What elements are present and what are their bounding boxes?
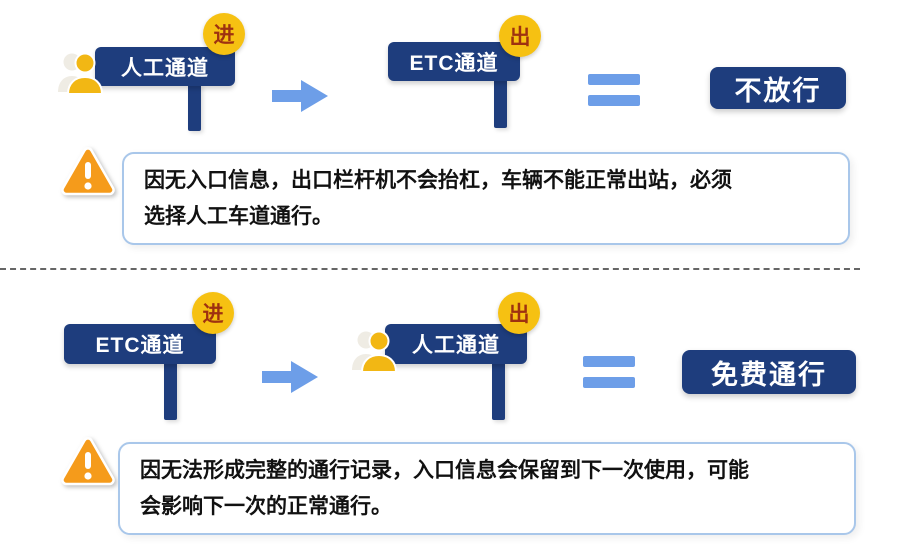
sign-pole [164,362,177,420]
channel-sign-manual-entry: 人工通道 [95,47,235,86]
channel-sign-etc-entry: ETC通道 [64,324,216,364]
exit-badge: 出 [499,15,541,57]
sign-pole [492,362,505,420]
equals-bar [588,74,640,85]
arrow-right-icon [262,361,318,393]
dashed-divider [0,268,860,270]
person-icon [352,330,398,372]
equals-sign [583,356,635,388]
person-icon [58,52,104,94]
exit-badge: 出 [498,292,540,334]
channel-sign-etc-exit: ETC通道 [388,42,520,81]
sign-pole [494,79,507,128]
channel-sign-manual-exit: 人工通道 [385,324,527,364]
warning-icon [61,437,115,486]
warning-icon [61,147,115,196]
result-label-free-pass: 免费通行 [682,350,856,394]
equals-bar [583,377,635,388]
note-text: 因无入口信息，出口栏杆机不会抬杠，车辆不能正常出站，必须 选择人工车道通行。 [122,152,850,246]
sign-pole [188,84,201,131]
entry-badge: 进 [203,13,245,55]
equals-bar [588,95,640,106]
equals-sign [588,74,640,106]
note-text: 因无法形成完整的通行记录，入口信息会保留到下一次使用，可能 会影响下一次的正常通… [118,442,856,536]
result-label-no-pass: 不放行 [710,67,846,109]
arrow-right-icon [272,80,328,112]
equals-bar [583,356,635,367]
entry-badge: 进 [192,292,234,334]
